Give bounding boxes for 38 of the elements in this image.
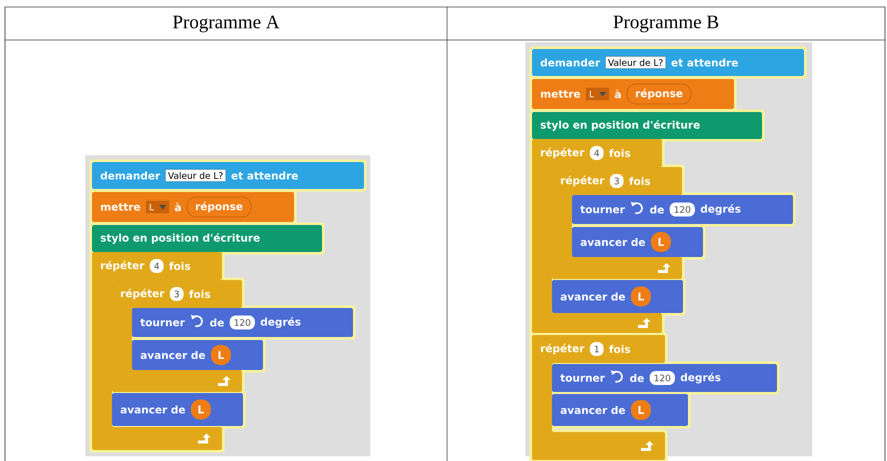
command-block: avancer de L	[552, 280, 683, 313]
variable-dropdown: L	[146, 200, 170, 214]
column-heading: Programme A	[173, 16, 280, 32]
node-label: répéter	[121, 288, 164, 300]
command-block: avancer de L	[572, 227, 703, 257]
number-input: 4	[150, 259, 164, 273]
number-input: 3	[610, 174, 624, 188]
command-block: stylo en position d'écriture	[532, 112, 762, 139]
command-block: tourner de 120 degrés	[132, 308, 353, 337]
variable-reporter: L	[630, 400, 651, 420]
reporter-input: réponse	[186, 196, 252, 218]
node-label: fois	[629, 176, 650, 186]
variable-reporter: L	[210, 345, 231, 365]
text-input: Valeur de L?	[605, 56, 666, 69]
number-input: 4	[590, 146, 604, 160]
variable-reporter: L	[190, 400, 211, 420]
command-block: tourner de 120 degrés	[572, 195, 793, 224]
variable-dropdown: L	[586, 88, 610, 100]
command-block: tourner de 120 degrés	[552, 364, 777, 392]
number-input: 1	[590, 342, 604, 356]
number-input: 3	[170, 287, 184, 301]
node-label: fois	[189, 290, 210, 298]
variable-reporter: L	[650, 232, 671, 252]
reporter-input: réponse	[626, 84, 692, 104]
command-block: stylo en position d'écriture	[92, 225, 322, 252]
column-heading: Programme B	[614, 16, 718, 32]
command-block: mettre L à réponse	[92, 192, 294, 222]
command-block: demander Valeur de L? et attendre	[92, 162, 364, 189]
command-block: avancer de L	[552, 394, 688, 426]
command-block: avancer de L	[112, 393, 243, 426]
command-block: avancer de L	[132, 340, 263, 370]
command-block: mettre L à réponse	[532, 79, 734, 109]
number-input: 120	[650, 371, 675, 385]
command-block: demander Valeur de L? et attendre	[532, 49, 804, 76]
text-input: Valeur de L?	[165, 169, 226, 182]
node-label: répéter	[561, 176, 604, 186]
variable-reporter: L	[630, 286, 651, 306]
number-input: 120	[230, 316, 255, 330]
